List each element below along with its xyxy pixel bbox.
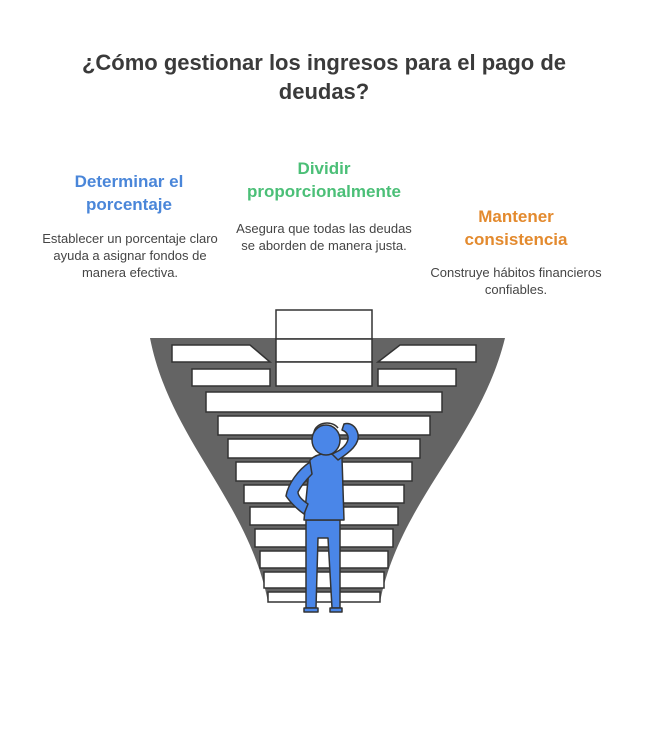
centre-tower	[275, 309, 373, 387]
page-title: ¿Cómo gestionar los ingresos para el pag…	[81, 50, 567, 104]
step-2-description: Asegura que todas las deudas se aborden …	[236, 221, 412, 253]
stair-steps	[205, 391, 443, 603]
step-1-description: Establecer un porcentaje claro ayuda a a…	[42, 231, 218, 280]
step-3-description: Construye hábitos financieros confiables…	[430, 265, 602, 297]
step-1-heading: Determinar el porcentaje	[74, 172, 184, 214]
step-2-heading: Dividir proporcionalmente	[247, 159, 401, 201]
person-thinking-icon	[285, 422, 359, 613]
stair-wings	[171, 344, 477, 387]
step-3-heading: Mantener consistencia	[464, 207, 568, 249]
